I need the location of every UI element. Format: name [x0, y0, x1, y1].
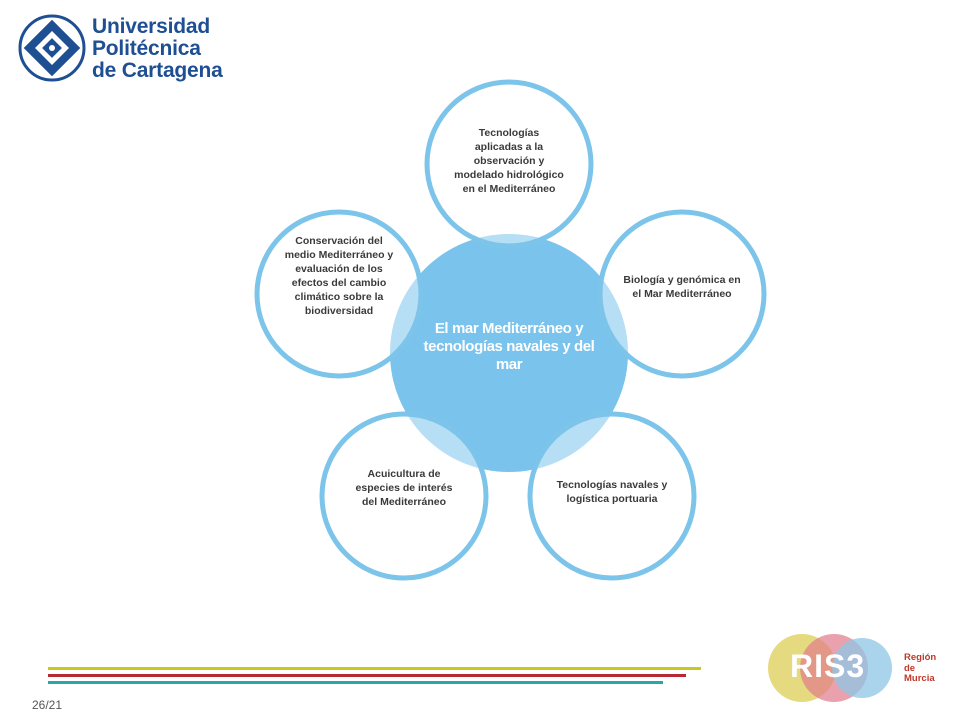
region-murcia-label: Región de Murcia	[904, 652, 937, 685]
node-circle-bottom-left	[319, 411, 489, 581]
node-circle-bottom-right	[527, 411, 697, 581]
footer-line-red	[48, 674, 686, 677]
page-number: 26/21	[32, 698, 63, 712]
university-emblem-icon	[18, 14, 86, 82]
center-label: El mar Mediterráneo y tecnologías navale…	[423, 320, 595, 373]
region-line-2: de	[904, 662, 916, 674]
university-logo: Universidad Politécnica de Cartagena	[18, 14, 228, 86]
node-circle-top	[424, 79, 594, 249]
region-line-1: Región	[904, 652, 937, 663]
node-label-top: Tecnologías aplicadas a la observación y…	[454, 127, 564, 195]
ris3-label: RIS3	[790, 648, 866, 684]
footer-line-yellow	[48, 667, 701, 670]
logo-line-2: Politécnica	[92, 37, 201, 60]
university-name: Universidad Politécnica de Cartagena	[92, 16, 223, 82]
node-label-right: Biología y genómica en el Mar Mediterrán…	[623, 274, 741, 300]
node-label-bottom-left: Acuicultura de especies de interés del M…	[355, 468, 453, 508]
region-line-3: Murcia	[904, 673, 935, 684]
node-circle-left	[254, 209, 424, 379]
logo-line-1: Universidad	[92, 15, 211, 38]
footer-line-teal	[48, 681, 663, 684]
node-label-left: Conservación del medio Mediterráneo y ev…	[284, 235, 394, 317]
center-circle	[390, 234, 628, 472]
logo-line-3: de Cartagena	[92, 59, 223, 82]
node-label-bottom-right: Tecnologías navales y logística portuari…	[556, 479, 668, 505]
node-circle-right	[597, 209, 767, 379]
ris3-logo-icon	[768, 634, 892, 702]
